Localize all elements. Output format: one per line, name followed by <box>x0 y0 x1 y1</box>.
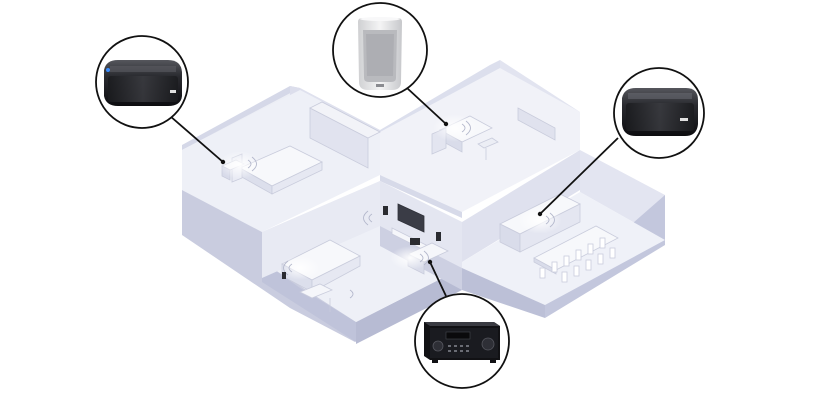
callout-kitchen-speaker[interactable] <box>613 67 705 159</box>
av-receiver-icon <box>424 322 500 363</box>
callout-bedroom-speaker[interactable] <box>95 35 189 129</box>
living-speaker-right <box>436 232 441 241</box>
kitchen-speaker-icon <box>622 88 698 136</box>
bedroom-speaker-icon <box>104 60 182 106</box>
callout-av-receiver[interactable] <box>414 293 510 389</box>
kitchen-leader <box>539 137 619 215</box>
living-speaker-rear <box>282 272 286 279</box>
dining-bottom-wall <box>462 268 545 318</box>
office-floor <box>380 68 580 212</box>
bedroom-leader <box>169 115 224 163</box>
front-bottom-wall <box>356 268 462 344</box>
living-speaker-left <box>383 206 388 215</box>
office-leader <box>406 87 447 125</box>
bedroom-back-wall-left <box>182 86 300 150</box>
office-speaker-icon <box>358 17 402 90</box>
living-subwoofer <box>410 238 420 245</box>
living-front-wall <box>262 232 356 342</box>
callout-lines <box>169 87 619 297</box>
living-left-wall <box>262 181 380 278</box>
callout-office-speaker[interactable] <box>332 2 428 98</box>
center-divider-top <box>380 175 462 218</box>
sound-waves <box>218 114 562 299</box>
avr-leader <box>429 261 447 297</box>
dining-back-wall-left <box>462 150 580 262</box>
